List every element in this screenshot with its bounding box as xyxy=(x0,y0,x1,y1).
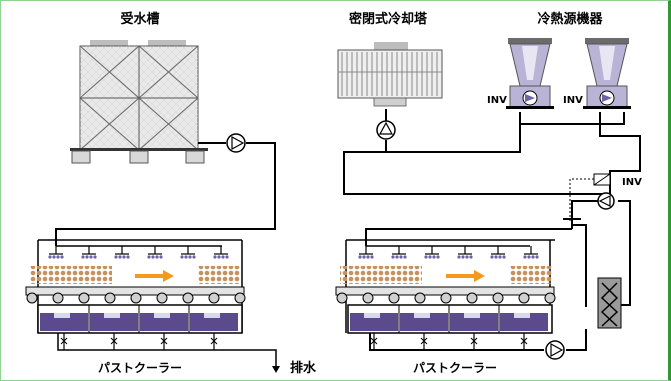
valve-icon[interactable] xyxy=(520,333,528,350)
receiving-tank-label: 受水槽 xyxy=(120,11,159,27)
water-basins-right xyxy=(347,304,553,334)
inv-label-3: INV xyxy=(622,177,642,188)
valve-icon[interactable] xyxy=(110,333,118,350)
conveyor-roller-icon xyxy=(130,292,142,304)
conveyor-roller-icon xyxy=(52,292,64,304)
conveyor-roller-icon xyxy=(104,292,116,304)
closed-cooling-tower-label: 密閉式冷却塔 xyxy=(348,11,428,27)
flow-arrow-icon xyxy=(446,270,485,282)
conveyor-roller-icon xyxy=(156,292,168,304)
conveyor-roller-icon xyxy=(518,292,530,304)
valve-icon[interactable] xyxy=(470,333,478,350)
conveyor-roller-icon xyxy=(182,292,194,304)
conveyor-roller-icon xyxy=(466,292,478,304)
chiller-2 xyxy=(583,38,631,109)
bottles-right xyxy=(340,266,552,284)
spray-nozzle-icon xyxy=(358,246,374,259)
spray-nozzle-icon xyxy=(114,246,130,259)
pump-icon[interactable] xyxy=(545,340,565,360)
conveyor-roller-icon xyxy=(208,292,220,304)
spray-nozzle-icon xyxy=(147,246,163,259)
drain-label: 排水 xyxy=(290,360,317,376)
conveyor-roller-icon xyxy=(492,292,504,304)
valve-icon[interactable] xyxy=(420,333,428,350)
conveyor-roller-icon xyxy=(362,292,374,304)
bottles-left xyxy=(30,266,240,284)
conveyor-roller-icon xyxy=(234,292,246,304)
fan-icon xyxy=(522,90,538,106)
drain-line xyxy=(57,333,277,368)
spray-nozzle-icon xyxy=(490,246,506,259)
spray-nozzle-icon xyxy=(213,246,229,259)
closed-cooling-tower xyxy=(337,42,443,107)
valve-icon[interactable] xyxy=(60,333,68,350)
drain-arrow-icon xyxy=(272,366,280,373)
spray-nozzle-icon xyxy=(424,246,440,259)
valve-icon[interactable] xyxy=(563,218,581,229)
pump-icon[interactable] xyxy=(226,133,246,153)
spray-nozzles-right xyxy=(358,246,539,259)
spray-nozzle-icon xyxy=(48,246,64,259)
pipe-right-return xyxy=(369,329,587,351)
conveyor-roller-icon xyxy=(440,292,452,304)
conveyor-roller-icon xyxy=(78,292,90,304)
conveyor-rollers-left xyxy=(26,292,246,304)
pipe-right-sprays xyxy=(365,228,572,246)
valve-icon[interactable] xyxy=(160,333,168,350)
heat-exchanger-icon xyxy=(597,277,622,329)
water-basins-left xyxy=(37,304,243,334)
drain-taps-right xyxy=(370,333,528,350)
valve-icon[interactable] xyxy=(370,333,378,350)
spray-nozzle-icon xyxy=(81,246,97,259)
conveyor-rollers-right xyxy=(336,292,556,304)
flow-arrow-icon xyxy=(135,270,174,282)
fan-icon xyxy=(599,90,615,106)
conveyor-roller-icon xyxy=(336,292,348,304)
spray-nozzle-icon xyxy=(457,246,473,259)
spray-nozzle-icon xyxy=(523,246,539,259)
conveyor-roller-icon xyxy=(544,292,556,304)
pump-icon[interactable] xyxy=(376,120,396,140)
pasteurizer-left-label: パストクーラー xyxy=(98,361,182,375)
drain-taps-left xyxy=(60,333,218,350)
spray-nozzle-icon xyxy=(391,246,407,259)
spray-nozzle-icon xyxy=(180,246,196,259)
heat-source-equipment-label: 冷熱源機器 xyxy=(537,11,603,27)
conveyor-roller-icon xyxy=(414,292,426,304)
inv-label-2: INV xyxy=(563,95,583,106)
inv-label-1: INV xyxy=(487,95,507,106)
receiving-tank xyxy=(70,40,208,164)
pipe-tank-to-sprays xyxy=(55,142,276,246)
inverter-signal xyxy=(569,178,594,223)
conveyor-roller-icon xyxy=(26,292,38,304)
conveyor-roller-icon xyxy=(388,292,400,304)
spray-nozzles-left xyxy=(48,246,229,259)
valve-icon[interactable] xyxy=(210,333,218,350)
pasteurizer-right-label: パストクーラー xyxy=(413,361,497,375)
pump-icon[interactable] xyxy=(597,192,615,210)
